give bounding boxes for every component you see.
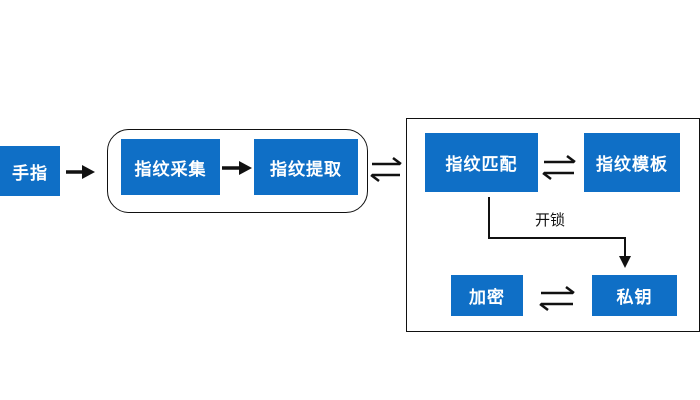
fingerprint-match-node: 指纹匹配 xyxy=(425,133,538,192)
private-key-node: 私钥 xyxy=(592,275,677,316)
fingerprint-extract-node: 指纹提取 xyxy=(254,139,358,195)
finger-node: 手指 xyxy=(0,146,60,196)
arrow-finger-to-capture xyxy=(66,165,95,179)
fingerprint-template-node: 指纹模板 xyxy=(584,133,680,192)
encrypt-node: 加密 xyxy=(451,275,523,316)
fingerprint-capture-node: 指纹采集 xyxy=(121,139,220,195)
unlock-label: 开锁 xyxy=(535,211,566,229)
exchange-arrows-group-to-module xyxy=(370,157,402,182)
acquisition-group xyxy=(107,129,368,213)
